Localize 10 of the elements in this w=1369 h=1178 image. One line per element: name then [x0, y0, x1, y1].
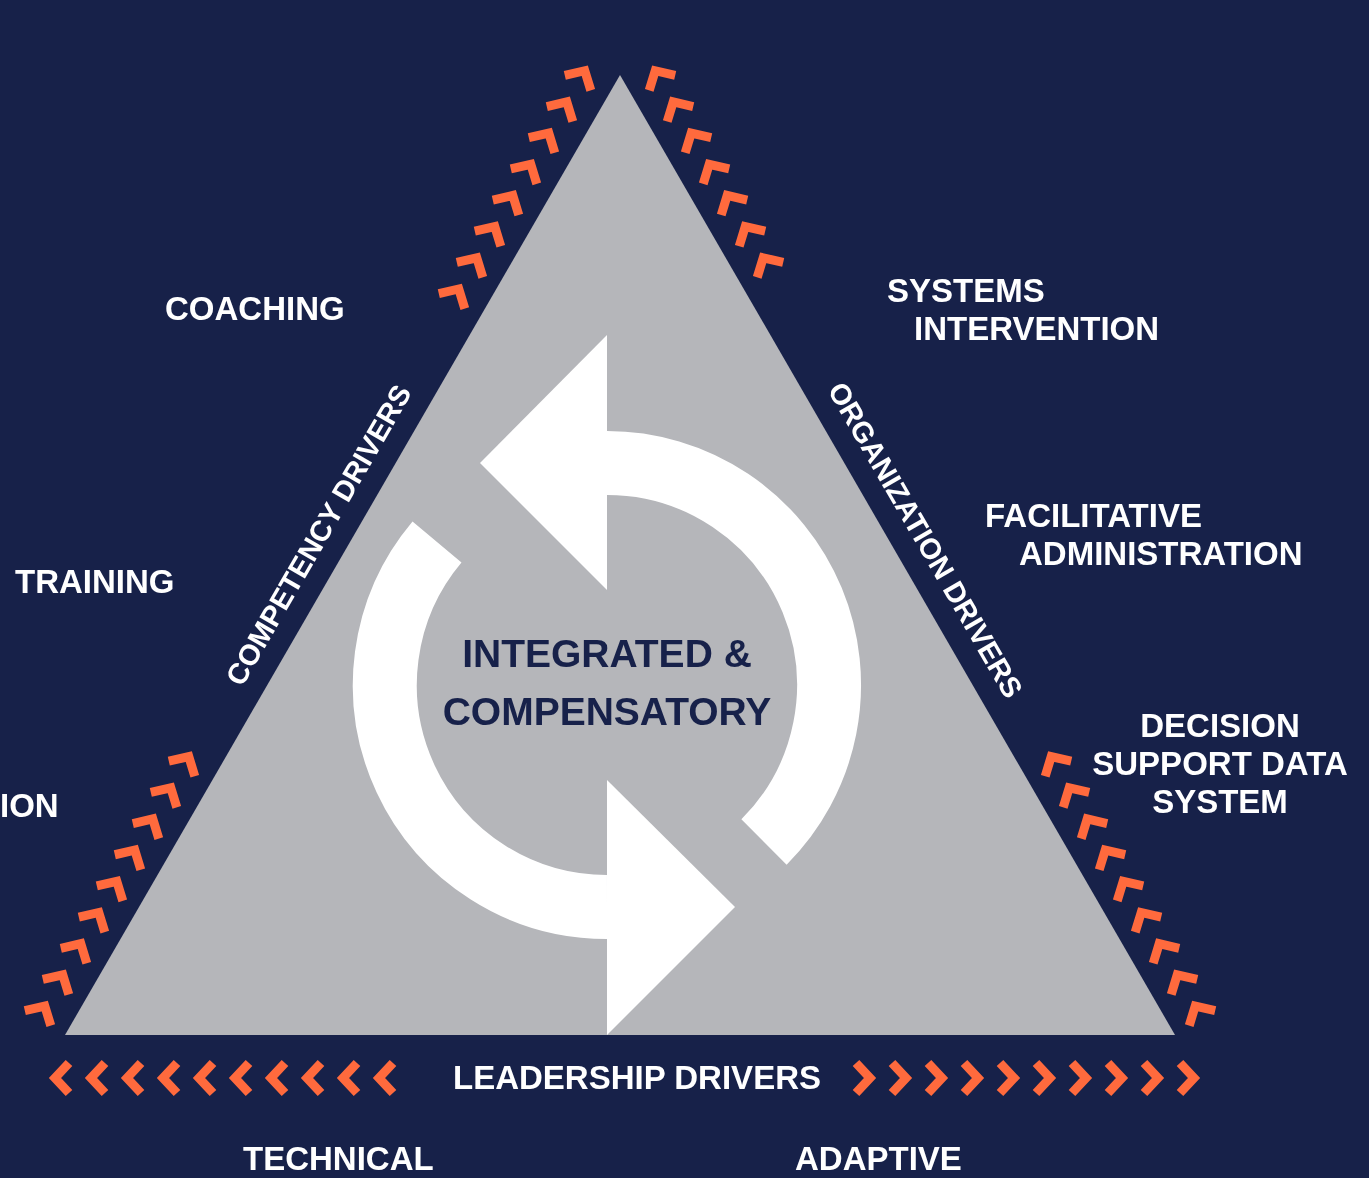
category-label: ADAPTIVE	[795, 1140, 963, 1178]
band-label: LEADERSHIP DRIVERS	[452, 1059, 822, 1097]
driver-label: FACILITATIVE ADMINISTRATION	[985, 497, 1304, 573]
driver-label: SYSTEMS INTERVENTION	[887, 272, 1161, 348]
category-label: TECHNICAL	[243, 1140, 435, 1178]
center-title: INTEGRATED & COMPENSATORY	[441, 631, 773, 735]
driver-label: DECISION SUPPORT DATA SYSTEM	[1091, 707, 1349, 821]
driver-label: ION	[0, 787, 60, 825]
driver-label: TRAINING	[15, 563, 176, 601]
driver-label: COACHING	[165, 290, 346, 328]
